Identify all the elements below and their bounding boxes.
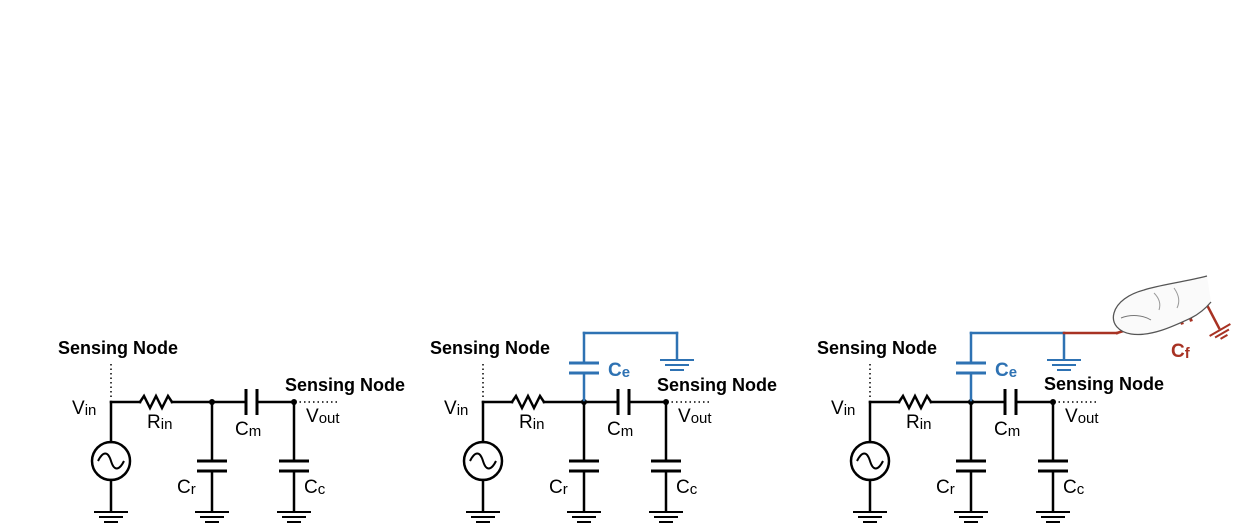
cr-label: Cr: [549, 477, 568, 498]
vin-label: Vin: [831, 398, 855, 419]
cm-label: Cm: [235, 419, 261, 440]
cf-label: Cf: [1171, 341, 1191, 362]
vin-label: Vin: [444, 398, 468, 419]
circuit-1: Sensing Node Sensing Node Vin Rin Cm Vou…: [58, 338, 405, 522]
vout-label: Vout: [678, 406, 712, 427]
cc-label: Cc: [304, 477, 326, 498]
finger-ground-icon: [1209, 323, 1231, 340]
cm-label: Cm: [607, 419, 633, 440]
sensing-node-label-left: Sensing Node: [817, 338, 937, 358]
ce-label: Ce: [608, 360, 630, 381]
vin-label: Vin: [72, 398, 96, 419]
sensing-node-label-right: Sensing Node: [285, 375, 405, 395]
cc-label: Cc: [1063, 477, 1085, 498]
rin-label: Rin: [147, 412, 172, 433]
vout-label: Vout: [306, 406, 340, 427]
sensing-node-label-left: Sensing Node: [58, 338, 178, 358]
rin-label: Rin: [519, 412, 544, 433]
vout-label: Vout: [1065, 406, 1099, 427]
cm-label: Cm: [994, 419, 1020, 440]
cc-label: Cc: [676, 477, 698, 498]
sensing-node-label-left: Sensing Node: [430, 338, 550, 358]
circuit-2: Sensing Node Sensing Node Vin Rin Cm Vou…: [430, 333, 777, 522]
rin-label: Rin: [906, 412, 931, 433]
cr-label: Cr: [177, 477, 196, 498]
cr-label: Cr: [936, 477, 955, 498]
ce-label: Ce: [995, 360, 1017, 381]
circuit-3: Sensing Node Sensing Node Vin Rin Cm Vou…: [817, 275, 1231, 522]
sensing-node-label-right: Sensing Node: [1044, 374, 1164, 394]
finger-icon: [1112, 275, 1212, 336]
sensing-node-label-right: Sensing Node: [657, 375, 777, 395]
